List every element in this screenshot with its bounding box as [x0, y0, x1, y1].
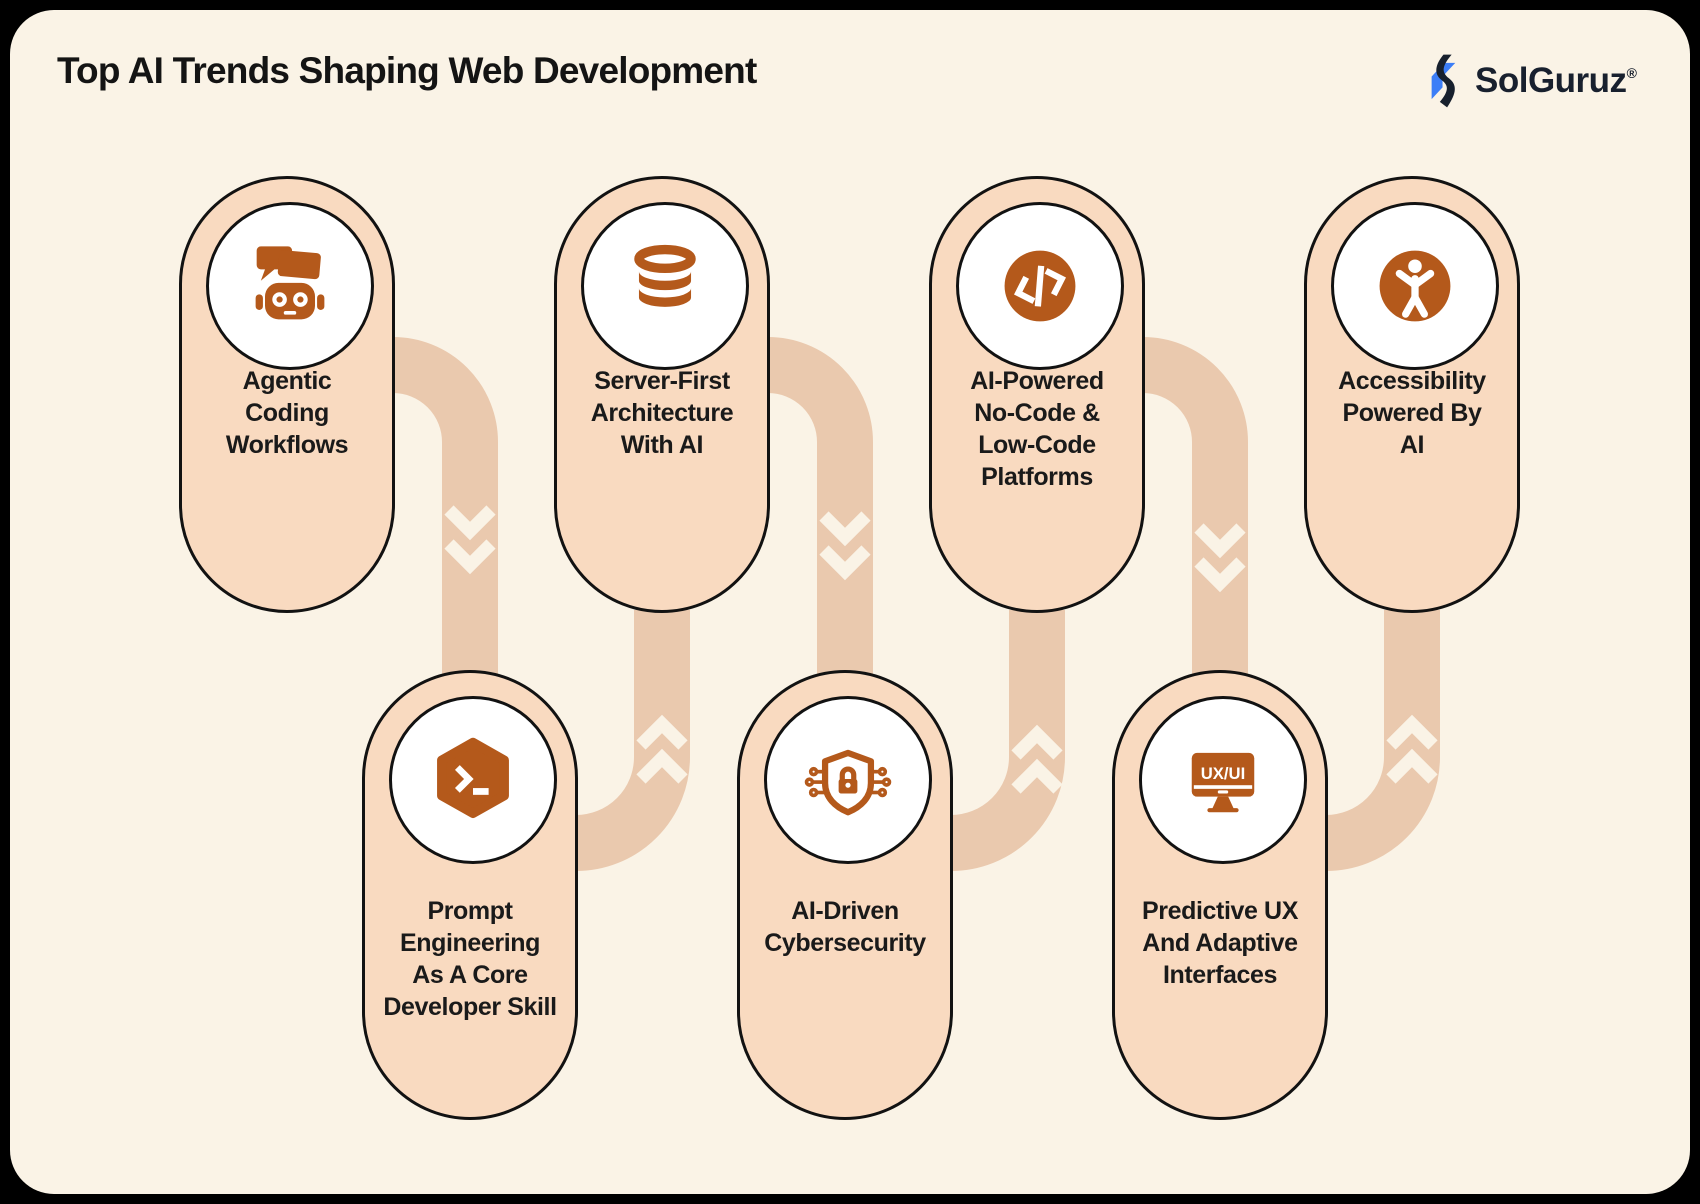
trend-card-no-code: AI-Powered No-Code & Low-Code Platforms	[929, 176, 1145, 613]
connector-card6-card3	[949, 610, 1065, 871]
ux-ui-monitor-icon: UX/UI	[1173, 730, 1273, 830]
icon-circle	[581, 202, 749, 370]
icon-circle	[956, 202, 1124, 370]
registered-mark: ®	[1626, 65, 1637, 81]
connector-card7-card4	[1324, 610, 1440, 871]
trend-card-prompt-engineering: Prompt Engineering As A Core Developer S…	[362, 670, 578, 1120]
icon-circle	[1331, 202, 1499, 370]
icon-circle	[389, 696, 557, 864]
page-title: Top AI Trends Shaping Web Development	[57, 50, 757, 91]
chevron-up-icon	[636, 714, 688, 784]
chevron-down-icon	[819, 511, 871, 581]
trend-card-agentic-coding: Agentic Coding Workflows	[179, 176, 395, 613]
icon-circle	[764, 696, 932, 864]
chevron-up-icon	[1386, 714, 1438, 784]
trend-card-predictive-ux: UX/UI Predictive UX And Adaptive Interfa…	[1112, 670, 1328, 1120]
monitor-screen-text: UX/UI	[1201, 764, 1245, 783]
database-icon	[615, 236, 715, 336]
card-label: Predictive UX And Adaptive Interfaces	[1142, 897, 1298, 989]
card-label: AI-Powered No-Code & Low-Code Platforms	[970, 367, 1104, 491]
chevron-down-icon	[1194, 523, 1246, 593]
card-label: Agentic Coding Workflows	[225, 367, 349, 459]
brand-logo-text: SolGuruz®	[1475, 61, 1637, 100]
icon-circle: UX/UI	[1139, 696, 1307, 864]
card-label: Prompt Engineering As A Core Developer S…	[383, 897, 557, 1021]
chevron-up-icon	[1011, 724, 1063, 794]
connector-card5-card2	[574, 610, 690, 871]
no-code-icon	[990, 236, 1090, 336]
trend-card-accessibility: Accessibility Powered By AI	[1304, 176, 1520, 613]
trend-card-cybersecurity: AI-Driven Cybersecurity	[737, 670, 953, 1120]
shield-lock-icon	[798, 730, 898, 830]
connector-card2-card6	[766, 337, 873, 676]
connector-card1-card5	[391, 337, 498, 676]
card-label: Server-First Architecture With AI	[590, 367, 734, 459]
trend-card-server-first: Server-First Architecture With AI	[554, 176, 770, 613]
card-label: AI-Driven Cybersecurity	[764, 897, 926, 957]
brand-logo: SolGuruz®	[1428, 52, 1637, 110]
connector-card3-card7	[1141, 337, 1248, 676]
icon-circle	[206, 202, 374, 370]
card-label: Accessibility Powered By AI	[1338, 367, 1486, 459]
accessibility-icon	[1365, 236, 1465, 336]
robot-chat-icon	[240, 236, 340, 336]
terminal-prompt-icon	[423, 730, 523, 830]
lightning-bolt-icon	[1428, 54, 1468, 108]
chevron-down-icon	[444, 505, 496, 575]
